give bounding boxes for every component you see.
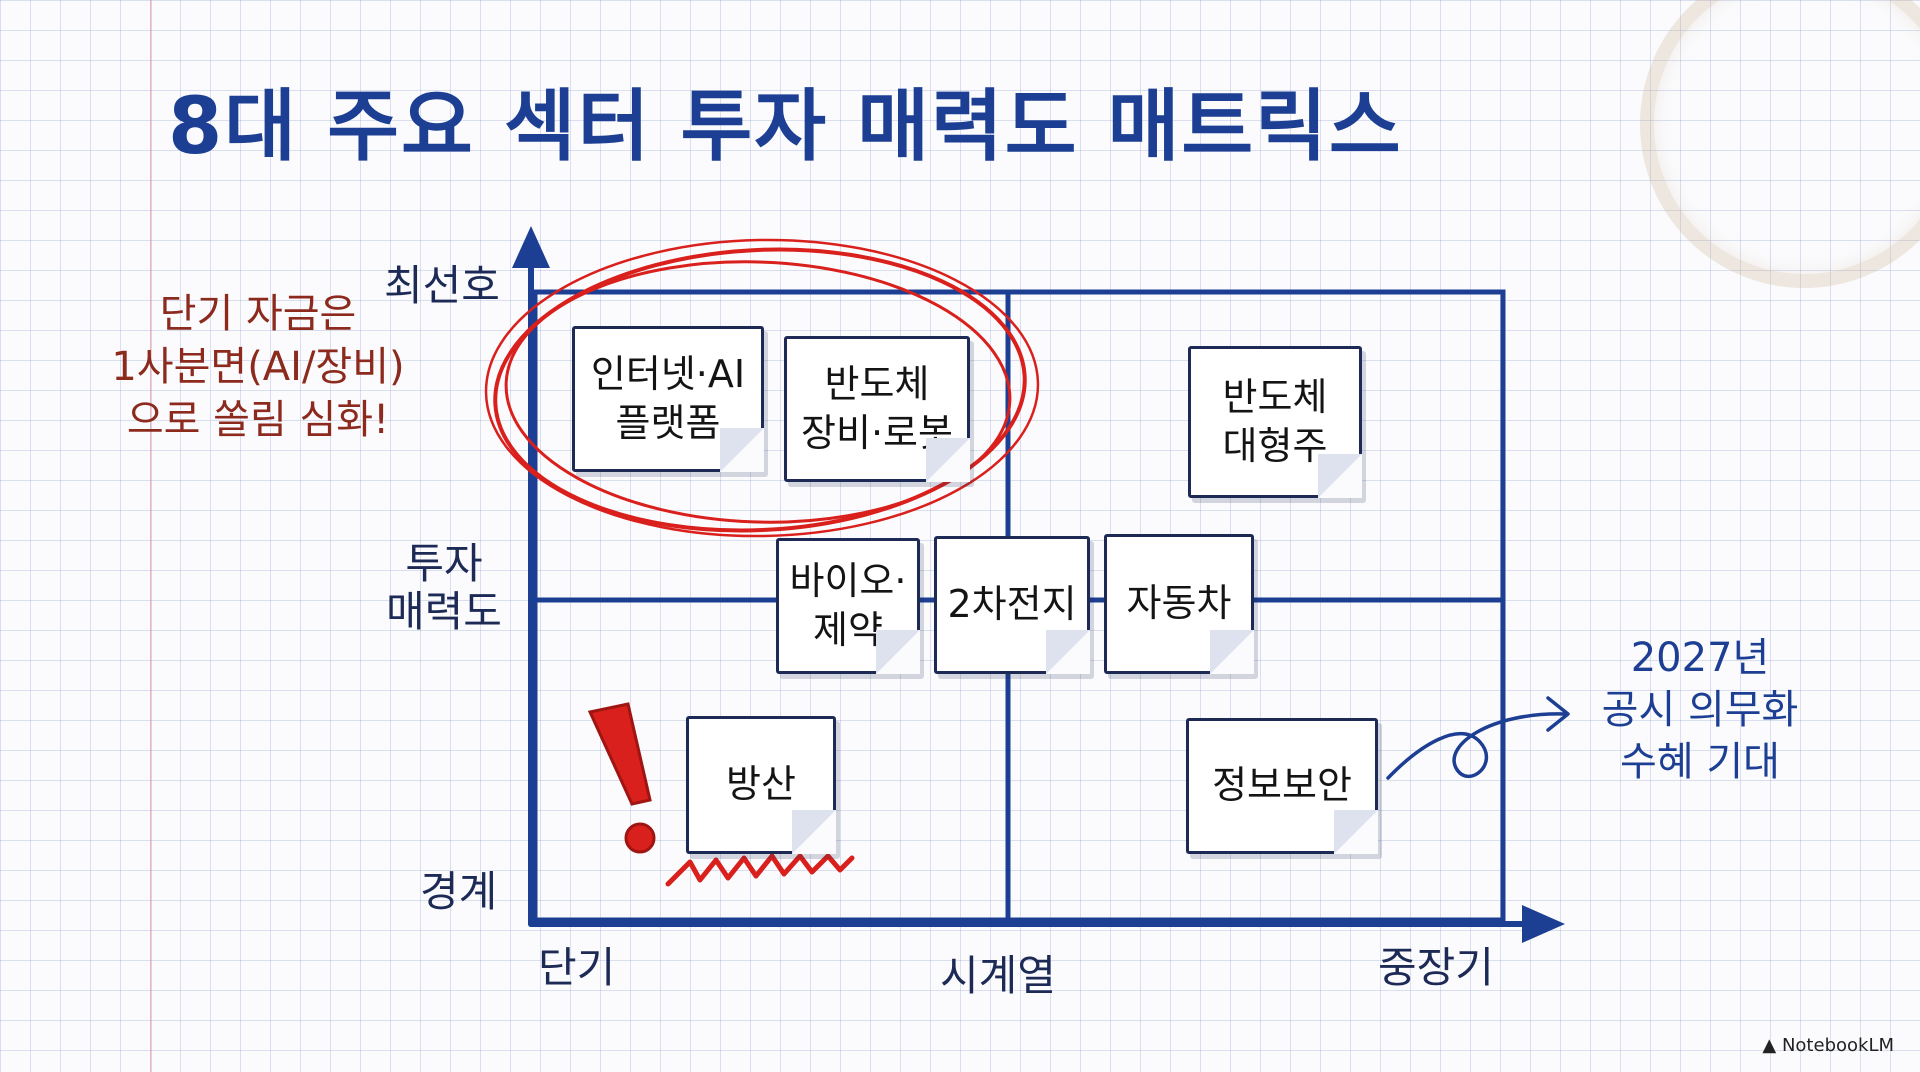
sector-label: 2차전지 xyxy=(947,582,1077,627)
x-axis-left-label: 단기 xyxy=(538,943,616,992)
x-axis-title: 시계열 xyxy=(940,951,1056,1000)
page-title: 8대 주요 섹터 투자 매력도 매트릭스 xyxy=(168,82,1403,172)
sticky-defense: 방산 xyxy=(686,716,836,854)
y-axis-title-line2: 매력도 xyxy=(386,587,502,637)
zigzag-mark xyxy=(665,853,855,887)
note-line3: 으로 쏠림 심화! xyxy=(126,397,390,444)
sticky-auto: 자동차 xyxy=(1104,534,1254,674)
y-axis-title-line1: 투자 xyxy=(405,539,483,588)
sector-label: 반도체 장비·로봇 xyxy=(801,361,953,455)
brand-logo-icon: ▲ xyxy=(1762,1035,1777,1056)
sticky-semi-equipment: 반도체 장비·로봇 xyxy=(784,336,970,482)
benefit-line2: 공시 의무화 xyxy=(1601,687,1799,733)
y-axis-bottom-label: 경계 xyxy=(420,867,498,916)
y-axis-arrow-icon xyxy=(512,226,550,268)
sticky-semi-large: 반도체 대형주 xyxy=(1188,346,1362,498)
sector-label: 바이오· 제약 xyxy=(789,558,907,652)
sector-label: 자동차 xyxy=(1126,581,1232,626)
brand-label: NotebookLM xyxy=(1781,1035,1894,1056)
highlight-circle xyxy=(484,238,1040,538)
note-line2: 1사분면(AI/장비) xyxy=(111,344,405,391)
y-axis-title: 투자 매력도 xyxy=(374,539,514,637)
sector-label: 방산 xyxy=(726,762,796,807)
sector-label: 인터넷·AI 플랫폼 xyxy=(590,351,746,445)
short-term-note: 단기 자금은 1사분면(AI/장비) 으로 쏠림 심화! xyxy=(78,288,438,448)
disclosure-benefit-note: 2027년 공시 의무화 수혜 기대 xyxy=(1570,632,1830,788)
y-axis-top-label: 최선호 xyxy=(384,261,500,310)
sticky-internet-ai: 인터넷·AI 플랫폼 xyxy=(572,326,764,472)
brand-watermark: ▲ NotebookLM xyxy=(1762,1035,1894,1056)
benefit-line3: 수혜 기대 xyxy=(1620,739,1780,785)
note-line1: 단기 자금은 xyxy=(159,291,357,337)
curly-arrow-icon xyxy=(1386,712,1567,780)
x-axis-arrow-icon xyxy=(1522,905,1565,943)
sector-label: 정보보안 xyxy=(1212,763,1352,808)
matrix-frame xyxy=(532,289,1506,923)
notebook-margin-line xyxy=(150,0,152,1072)
sector-label: 반도체 대형주 xyxy=(1222,374,1328,468)
curly-arrow-head-icon xyxy=(1546,696,1570,732)
x-axis-right-label: 중장기 xyxy=(1378,943,1494,992)
warning-exclamation-icon xyxy=(587,702,656,854)
sticky-bio: 바이오· 제약 xyxy=(776,538,920,674)
sticky-security: 정보보안 xyxy=(1186,718,1378,854)
sticky-battery: 2차전지 xyxy=(934,536,1090,674)
benefit-line1: 2027년 xyxy=(1630,635,1770,681)
